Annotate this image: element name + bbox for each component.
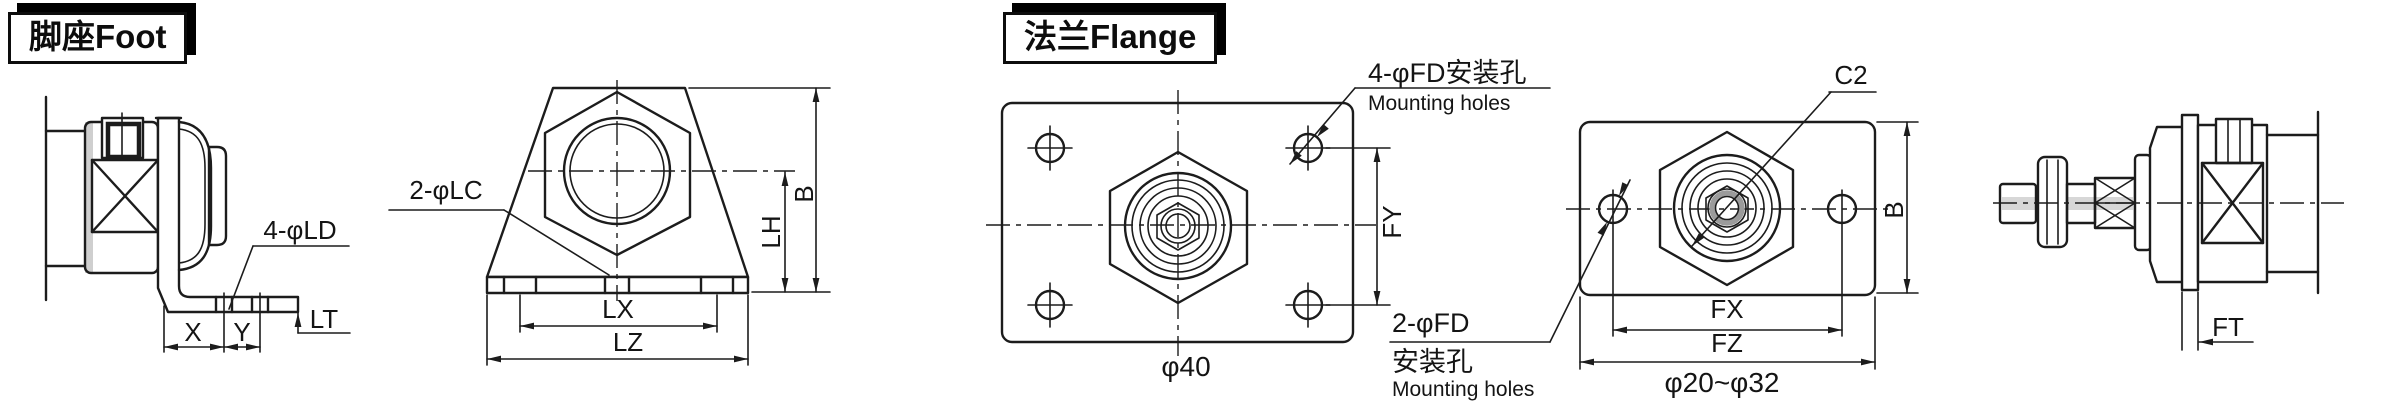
dim-label-b-flange: B	[1879, 201, 1909, 218]
flange-front-view: FY φ40 4-φFD安装孔 Mounting holes 2-φFD 安装孔…	[986, 58, 1631, 401]
dim-label-fz: FZ	[1711, 328, 1743, 358]
label-phi-40: φ40	[1161, 351, 1210, 382]
dim-label-y: Y	[233, 317, 250, 347]
dim-label-ft: FT	[2212, 312, 2244, 342]
dim-label-fy: FY	[1377, 205, 1407, 238]
flange-section-title: 法兰Flange	[1003, 12, 1218, 64]
dim-label-fx: FX	[1710, 294, 1743, 324]
foot-section-title: 脚座Foot	[8, 12, 188, 64]
label-4-phi-ld: 4-φLD	[263, 215, 336, 245]
dim-label-lt: LT	[310, 304, 339, 334]
label-2-phi-lc: 2-φLC	[409, 175, 482, 205]
dim-label-lz: LZ	[613, 327, 643, 357]
dim-label-b-foot: B	[789, 185, 819, 202]
label-4-phi-fd-cn: 4-φFD安装孔	[1368, 58, 1527, 88]
label-2-phi-fd-en: Mounting holes	[1392, 378, 1534, 401]
mounting-holes-4	[1027, 125, 1331, 328]
foot-section-title-text: 脚座Foot	[29, 18, 167, 55]
label-4-phi-fd-en: Mounting holes	[1368, 92, 1510, 115]
dim-label-x: X	[184, 317, 201, 347]
foot-side-view: X Y LT 4-φLD	[44, 95, 351, 353]
label-2-phi-fd-cn1: 2-φFD	[1392, 308, 1470, 338]
label-c2: C2	[1834, 60, 1867, 90]
dim-label-lh: LH	[756, 215, 786, 248]
label-2-phi-fd-cn2: 安装孔	[1392, 347, 1473, 377]
flange-section-title-text: 法兰Flange	[1024, 18, 1197, 55]
flange-side-view: C2 B FX FZ φ20~φ32	[1566, 60, 1919, 398]
flange-mounted-view: FT	[1993, 110, 2344, 351]
label-bore-range: φ20~φ32	[1665, 367, 1780, 398]
dim-label-lx: LX	[602, 294, 634, 324]
foot-front-view: 2-φLC LX LZ LH	[388, 80, 831, 366]
